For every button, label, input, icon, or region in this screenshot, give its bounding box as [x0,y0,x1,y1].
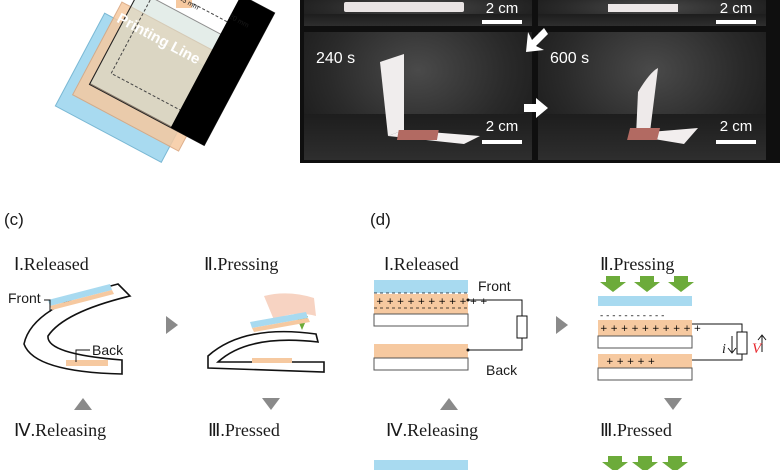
front-leader-c [44,299,51,312]
photo-cell-600s: 600 s 2 cm [538,32,766,160]
photo-cell-2: 2 cm [538,0,766,26]
svg-text:+ + + + + + + + + +: + + + + + + + + + + [600,324,701,334]
front-label-c: Front [8,290,41,306]
scale-bar [716,140,756,144]
panel-d-step1: Ⅰ.Released [384,254,459,274]
panel-c-step4: Ⅳ.Releasing [14,420,107,440]
panel-c-step2: Ⅱ.Pressing [204,254,279,274]
scale-label: 2 cm [485,118,519,135]
panel-d-step2: Ⅱ.Pressing [600,254,675,274]
time-label-240: 240 s [316,50,356,67]
svg-text:+ + + + +: + + + + + [606,357,655,367]
scale-label: 2 cm [719,118,753,135]
back-leader-c [75,349,90,362]
press-arrows-partial [602,456,688,470]
arrow-down-icon [664,398,682,410]
film-pressing-c [207,293,325,373]
back-label-c: Back [92,342,124,358]
current-symbol: i [722,342,726,357]
arrow-right-icon [556,316,568,334]
panel-c-label: (c) [4,210,24,229]
svg-text:+ + + + + + + + + + +: + + + + + + + + + + + [376,297,488,307]
voltage-symbol: V [752,341,762,357]
arrow-down-left-icon [526,28,548,52]
panel-c-step1: Ⅰ.Released [14,254,89,274]
film-240s [380,54,480,144]
panel-c-step3: Ⅲ.Pressed [208,420,280,440]
photo-cell-1: 2 cm [304,0,532,26]
arrow-up-icon [74,398,92,410]
arrow-right-icon [524,98,548,118]
back-label-d: Back [486,362,518,378]
svg-text:- - - - - - - - - - -: - - - - - - - - - - - [600,311,664,321]
time-label-600: 600 s [550,50,590,67]
panel-d-step4: Ⅳ.Releasing [386,420,479,440]
arrow-up-icon [440,398,458,410]
film-600s [627,68,698,144]
arrow-down-icon [262,398,280,410]
arrow-right-icon [166,316,178,334]
blue-layer-partial [374,460,468,470]
peach-strip [176,0,192,8]
scale-label: 2 cm [719,0,753,17]
substrate-layers-schematic [54,0,276,163]
photo-grid: 2 cm 2 cm 240 s 2 cm 600 s 2 cm [300,0,780,163]
photo-cell-240s: 240 s 2 cm [304,32,532,160]
panel-d-step3: Ⅲ.Pressed [600,420,672,440]
film-released-c [23,283,132,375]
scale-bar [482,140,522,144]
panel-d-label: (d) [370,210,391,229]
circuit-pressing-d: - - - - - - - - - - - + + + + + + + + + … [597,276,767,381]
circuit-released-d: + + + + + + + + + + + [373,280,528,371]
front-label-d: Front [478,278,511,294]
scale-label: 2 cm [485,0,519,17]
scale-bar [716,20,756,24]
scale-bar [482,20,522,24]
